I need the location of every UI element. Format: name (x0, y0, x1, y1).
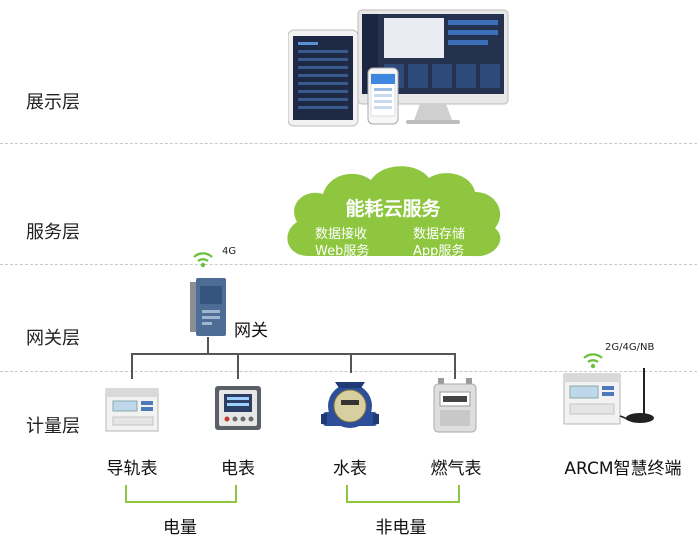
tree-drop-gas-meter (454, 353, 456, 379)
terminal-signal-label: 2G/4G/NB (605, 342, 655, 353)
tree-drop-water-meter (350, 353, 352, 373)
divider-service-gateway (0, 264, 697, 265)
layer-label-metering: 计量层 (26, 416, 80, 437)
divider-gateway-metering (0, 371, 697, 372)
electric-group-bracket (125, 485, 237, 503)
gateway-signal-label: 4G (222, 246, 237, 257)
water-meter-icon (321, 382, 379, 428)
non-electric-group-bracket (346, 485, 460, 503)
phone-icon (367, 67, 399, 125)
cloud-item-app-service: App服务 (413, 244, 465, 259)
electric-meter-icon (215, 386, 261, 430)
tablet-icon (288, 29, 359, 127)
layer-label-display: 展示层 (26, 92, 80, 113)
cloud-title: 能耗云服务 (345, 198, 441, 220)
terminal-wifi-icon (583, 353, 603, 369)
layer-label-gateway: 网关层 (26, 328, 80, 349)
electric-meter-label: 电表 (221, 459, 255, 479)
gas-meter-icon (433, 378, 477, 433)
tree-drop-electric-meter (237, 353, 239, 379)
cloud-item-web-service: Web服务 (315, 244, 370, 259)
layer-label-service: 服务层 (26, 222, 80, 243)
gas-meter-label: 燃气表 (430, 459, 482, 479)
cloud-icon (287, 166, 501, 257)
electric-group-label: 电量 (163, 518, 197, 538)
tree-trunk (207, 337, 209, 353)
gateway-label: 网关 (234, 321, 268, 341)
gateway-device-icon (190, 278, 226, 336)
arcm-terminal-icon (563, 368, 654, 425)
gateway-wifi-icon (193, 252, 213, 268)
cloud-item-data-storage: 数据存储 (413, 227, 466, 242)
divider-display-service (0, 143, 697, 144)
terminal-label: ARCM智慧终端 (564, 459, 682, 479)
water-meter-label: 水表 (333, 459, 367, 479)
rail-meter-icon (105, 388, 159, 432)
cloud-item-data-receive: 数据接收 (315, 227, 368, 242)
tree-drop-rail-meter (131, 353, 133, 379)
non-electric-group-label: 非电量 (375, 518, 427, 538)
rail-meter-label: 导轨表 (106, 459, 158, 479)
tree-bar (131, 353, 456, 355)
energy-cloud-service: 能耗云服务 数据接收 数据存储 Web服务 App服务 (279, 160, 507, 262)
display-devices-illustration (288, 9, 509, 127)
